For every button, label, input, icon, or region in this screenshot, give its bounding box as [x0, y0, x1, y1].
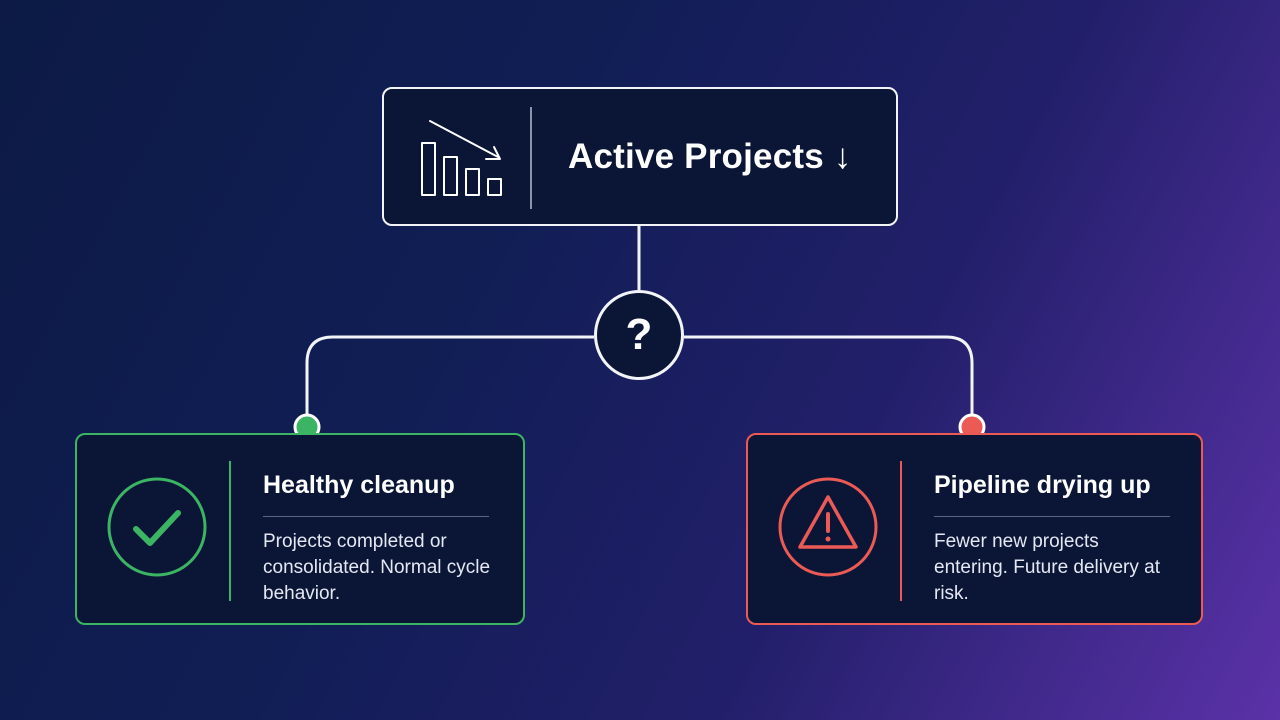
- healthy-card-divider: [229, 461, 231, 601]
- pipeline-drying-card: Pipeline drying up Fewer new projects en…: [746, 433, 1203, 625]
- healthy-cleanup-card: Healthy cleanup Projects completed or co…: [75, 433, 525, 625]
- root-title: Active Projects ↓: [568, 137, 852, 176]
- connector-decision-to-healthy: [305, 335, 594, 426]
- checkmark-circle-icon: [105, 475, 209, 579]
- healthy-card-description: Projects completed or consolidated. Norm…: [263, 531, 491, 604]
- pipeline-card-rule: [934, 516, 1170, 517]
- root-divider: [530, 107, 532, 209]
- pipeline-card-title: Pipeline drying up: [934, 471, 1151, 499]
- connector-decision-to-pipeline: [684, 335, 974, 426]
- pipeline-card-description: Fewer new projects entering. Future deli…: [934, 531, 1161, 604]
- decision-node: ?: [594, 290, 684, 380]
- healthy-card-rule: [263, 516, 489, 517]
- pipeline-card-divider: [900, 461, 902, 601]
- warning-triangle-icon: [776, 475, 880, 579]
- declining-bar-chart-icon: [414, 115, 510, 199]
- active-projects-node: Active Projects ↓: [382, 87, 898, 226]
- healthy-card-title: Healthy cleanup: [263, 471, 455, 499]
